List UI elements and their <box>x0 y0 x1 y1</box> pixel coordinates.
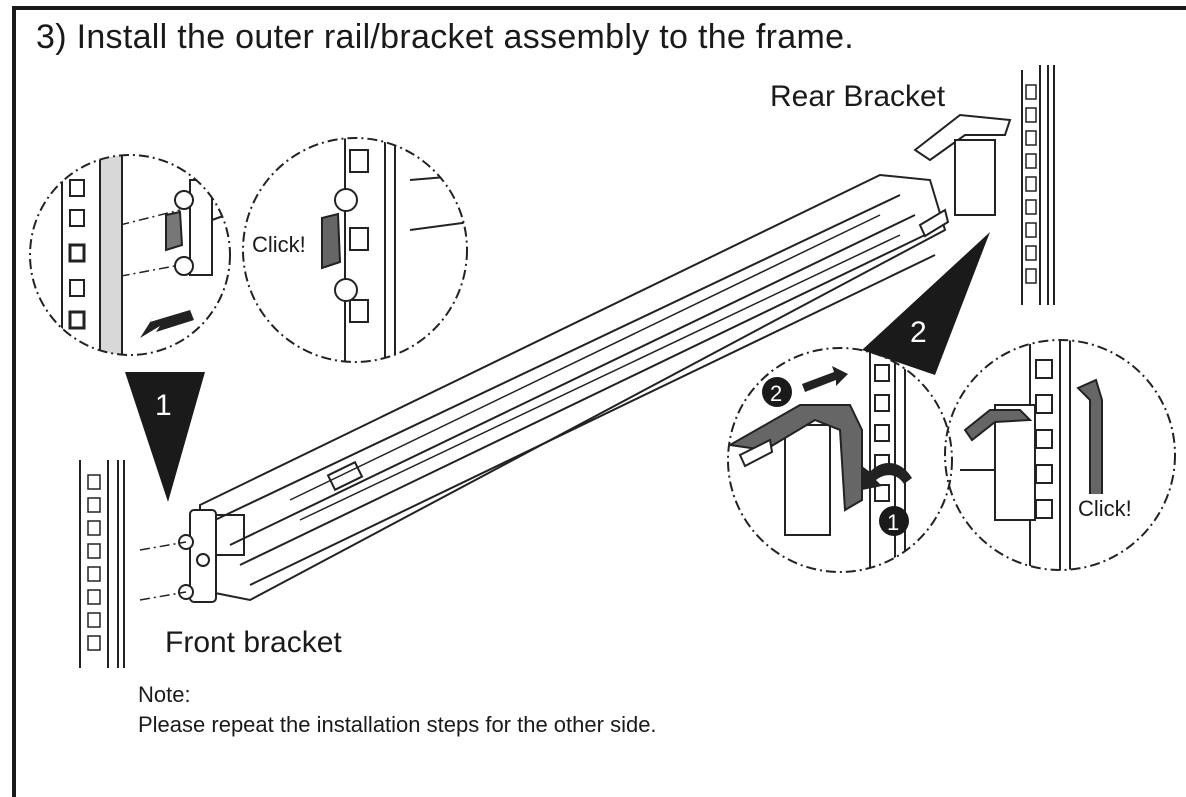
front-step-number: 1 <box>155 389 172 422</box>
rear-sub-step-2: 2 <box>770 381 782 406</box>
note-heading: Note: <box>138 682 191 707</box>
pointer-triangle-icon <box>862 232 990 375</box>
frame-border-top <box>12 6 1186 10</box>
click-label-left: Click! <box>252 232 306 257</box>
rear-bracket-label: Rear Bracket <box>770 80 946 113</box>
curved-arrow-icon <box>862 462 912 490</box>
pointer-triangle-icon <box>125 372 205 502</box>
rear-rack-post <box>1021 65 1055 305</box>
sub-step-2-badge <box>762 377 792 407</box>
detail-circle-rear-latch: 2 1 <box>727 347 953 573</box>
outer-rail <box>199 173 947 602</box>
frame-border-left <box>12 6 16 797</box>
note-text: Please repeat the installation steps for… <box>138 712 657 737</box>
arrow-right-icon <box>802 366 848 392</box>
front-bracket-label: Front bracket <box>165 626 342 659</box>
detail-circle-rear-click: Click! <box>944 339 1176 571</box>
rear-step-number: 2 <box>910 316 927 349</box>
front-rack-post <box>79 460 125 668</box>
sub-step-1-badge <box>879 506 909 536</box>
detail-circle-front-click: Click! <box>242 137 468 363</box>
front-bracket <box>178 509 245 603</box>
rear-bracket <box>913 113 1012 238</box>
click-label-right: Click! <box>1078 496 1132 521</box>
detail-circle-front-left <box>29 154 231 356</box>
arrow-left-icon <box>140 310 194 338</box>
step-title: 3) Install the outer rail/bracket assemb… <box>36 18 855 56</box>
rear-sub-step-1: 1 <box>887 510 899 535</box>
